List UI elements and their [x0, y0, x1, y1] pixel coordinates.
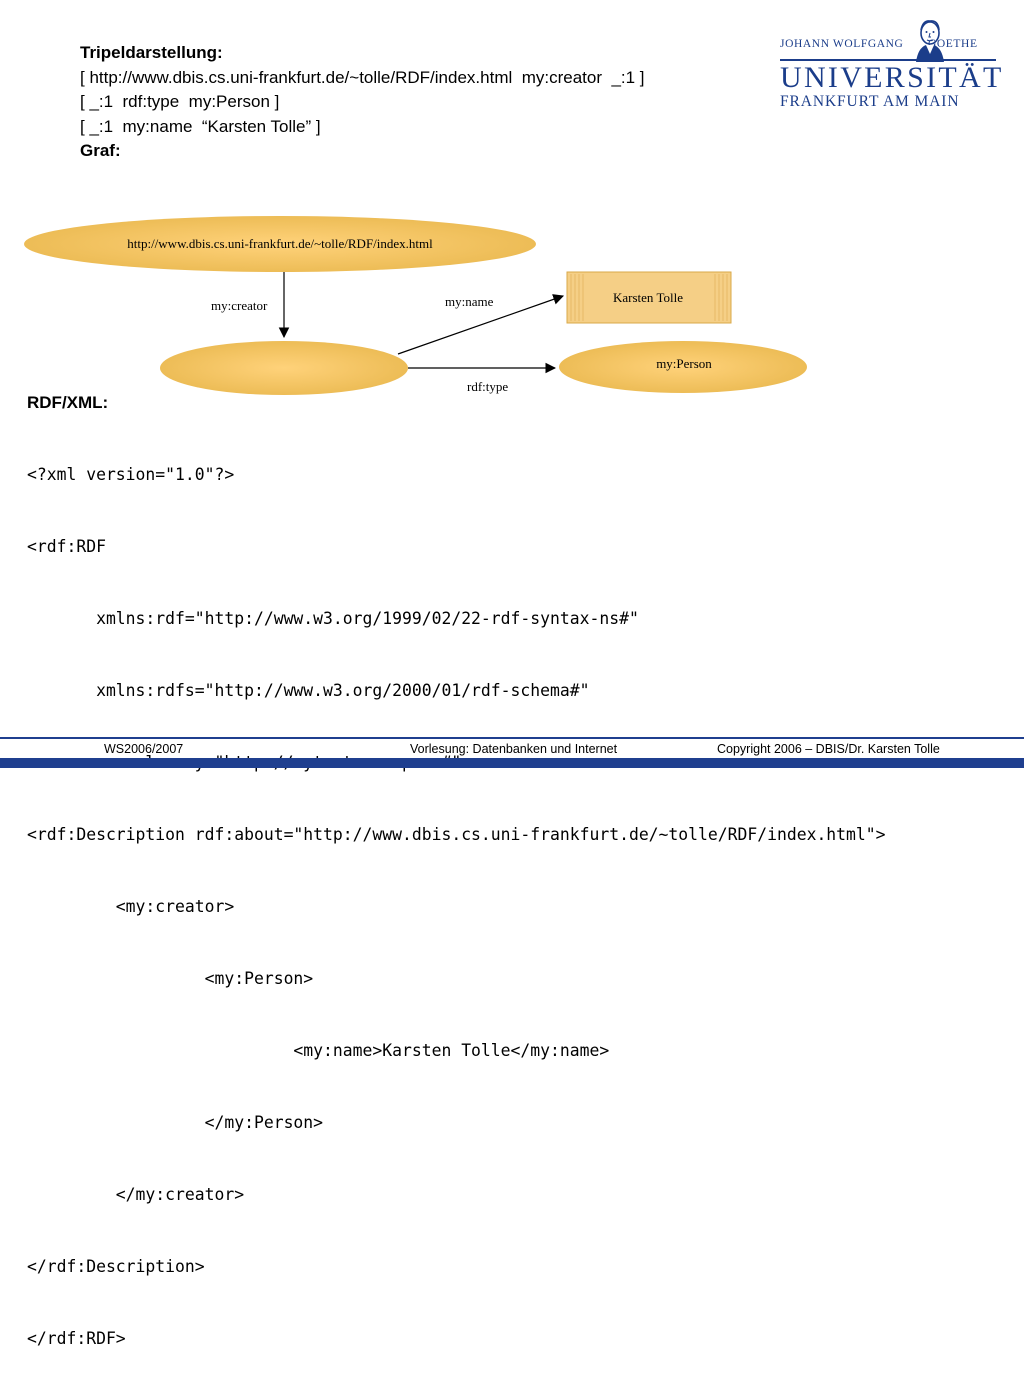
literal-node: Karsten Tolle [566, 271, 732, 324]
code-line: <?xml version="1.0"?> [27, 465, 235, 484]
resource-node-label: http://www.dbis.cs.uni-frankfurt.de/~tol… [127, 236, 433, 251]
edge-name-label: my:name [445, 294, 494, 309]
edge-creator-label: my:creator [211, 298, 268, 313]
footer-course: Vorlesung: Datenbanken und Internet [410, 742, 618, 756]
logo-sub: FRANKFURT AM MAIN [780, 93, 960, 110]
logo-rule [780, 59, 996, 61]
footer: WS2006/2007 Vorlesung: Datenbanken und I… [0, 742, 1024, 757]
class-node: my:Person [559, 341, 807, 393]
graph-heading: Graf: [80, 141, 121, 160]
footer-bar [0, 758, 1024, 768]
edge-type-label: rdf:type [467, 379, 508, 394]
university-logo: JOHANN WOLFGANG GOETHE UNIVERSITÄT FRANK… [772, 18, 1002, 118]
code-line: xmlns:rdf="http://www.w3.org/1999/02/22-… [27, 609, 639, 628]
rdfxml-code: <?xml version="1.0"?> <rdf:RDF xmlns:rdf… [27, 415, 1024, 1375]
code-line: </rdf:Description> [27, 1257, 205, 1276]
footer-semester: WS2006/2007 [104, 742, 184, 756]
code-line: <my:Person> [27, 969, 314, 988]
logo-top-right: GOETHE [928, 38, 978, 50]
footer-copyright: Copyright 2006 – DBIS/Dr. Karsten Tolle [717, 742, 940, 756]
code-line: </my:Person> [27, 1113, 324, 1132]
logo-top-line: JOHANN WOLFGANG GOETHE [780, 38, 977, 50]
goethe-portrait-icon [916, 20, 944, 62]
class-node-label: my:Person [656, 356, 712, 371]
triple-heading: Tripeldarstellung: [80, 43, 223, 62]
triple-line-3: [ _:1 my:name “Karsten Tolle” ] [80, 116, 321, 136]
code-line: <rdf:Description rdf:about="http://www.d… [27, 825, 886, 844]
rdfxml-heading: RDF/XML: [27, 393, 109, 412]
literal-node-label: Karsten Tolle [613, 290, 683, 305]
triple-section: Tripeldarstellung: [ http://www.dbis.cs.… [80, 41, 645, 164]
code-line: <my:name>Karsten Tolle</my:name> [27, 1041, 610, 1060]
code-line: </rdf:RDF> [27, 1329, 126, 1348]
rdf-graph-diagram: http://www.dbis.cs.uni-frankfurt.de/~tol… [24, 216, 807, 395]
blank-node [160, 341, 408, 395]
code-line: xmlns:rdfs="http://www.w3.org/2000/01/rd… [27, 681, 590, 700]
code-line: </my:creator> [27, 1185, 245, 1204]
triple-line-1: [ http://www.dbis.cs.uni-frankfurt.de/~t… [80, 67, 645, 87]
logo-main: UNIVERSITÄT [780, 61, 1004, 94]
footer-divider [0, 737, 1024, 739]
edge-name [397, 294, 565, 355]
logo-top-left: JOHANN WOLFGANG [780, 38, 904, 50]
resource-node: http://www.dbis.cs.uni-frankfurt.de/~tol… [24, 216, 536, 272]
triple-line-2: [ _:1 rdf:type my:Person ] [80, 92, 280, 111]
code-line: <rdf:RDF [27, 537, 106, 556]
code-line: <my:creator> [27, 897, 235, 916]
